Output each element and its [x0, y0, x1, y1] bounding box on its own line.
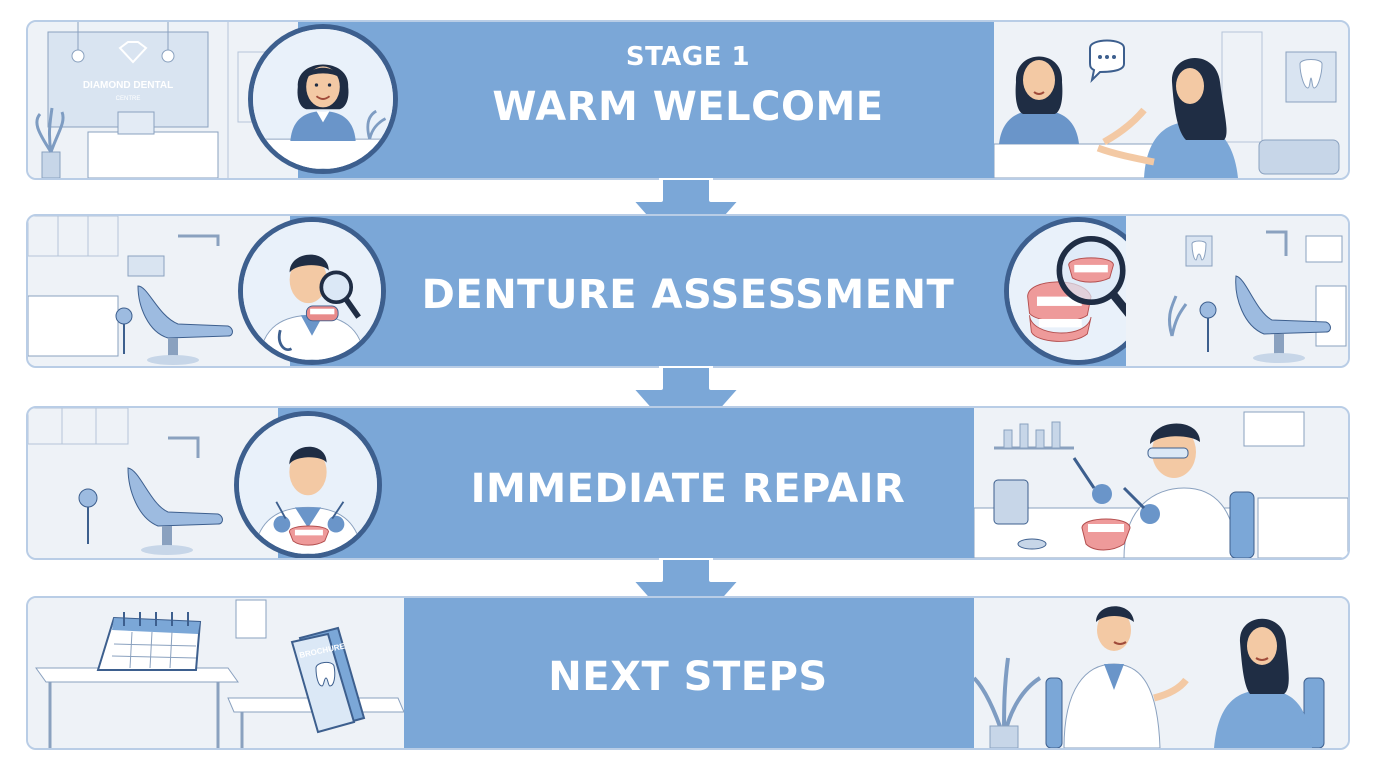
stage-2-title: DENTURE ASSESSMENT [421, 272, 955, 318]
brochure-icon [290, 626, 366, 734]
treatment-room-illustration [28, 408, 278, 558]
dental-chair-right-illustration [1126, 216, 1348, 366]
clinic-logo-name: DIAMOND DENTAL [83, 80, 173, 91]
magnified-dentures-illustration [1009, 222, 1147, 360]
receptionist-medallion [248, 24, 398, 174]
denture-icon [288, 525, 329, 546]
stage-1-band: DIAMOND DENTAL CENTRE STAGE 1 WARM WELCO… [26, 20, 1350, 180]
dentist-repairing-portrait [239, 416, 377, 554]
diamond-logo-icon [118, 41, 148, 64]
stage-4-title: NEXT STEPS [548, 654, 828, 700]
dentist-magnifier-medallion [238, 217, 386, 365]
clinic-scene-right [1126, 216, 1348, 366]
stage-1-title: WARM WELCOME [492, 84, 884, 130]
denture-icon [305, 305, 339, 322]
technician-repair-illustration [974, 408, 1348, 558]
dentist-repair-medallion [234, 411, 382, 558]
magnifier-icon [319, 270, 361, 319]
calendar-and-brochure-illustration: BROCHURE [28, 598, 404, 748]
stage-3-title: IMMEDIATE REPAIR [470, 466, 906, 512]
planning-scene-left: BROCHURE [28, 598, 404, 748]
stage-2-band: DENTURE ASSESSMENT [26, 214, 1350, 368]
speech-bubble-icon [1089, 39, 1125, 84]
clinic-logo-subtitle: CENTRE [116, 96, 141, 102]
tooth-icon [1191, 240, 1207, 261]
consultation-scene-right [974, 598, 1348, 748]
stage-1-label: STAGE 1 [625, 42, 751, 72]
welcome-conversation-illustration [994, 22, 1348, 178]
calendar-icon [96, 612, 202, 671]
reception-scene-right [994, 22, 1348, 178]
dentist-with-magnifier-portrait [243, 222, 381, 360]
consultation-illustration [974, 598, 1348, 748]
denture-icon [1081, 518, 1131, 551]
lab-repair-scene-right [974, 408, 1348, 558]
stage-4-band: BROCHURE NEXT STEPS [26, 596, 1350, 750]
tooth-icon [1299, 59, 1323, 89]
stage-3-band: IMMEDIATE REPAIR [26, 406, 1350, 560]
